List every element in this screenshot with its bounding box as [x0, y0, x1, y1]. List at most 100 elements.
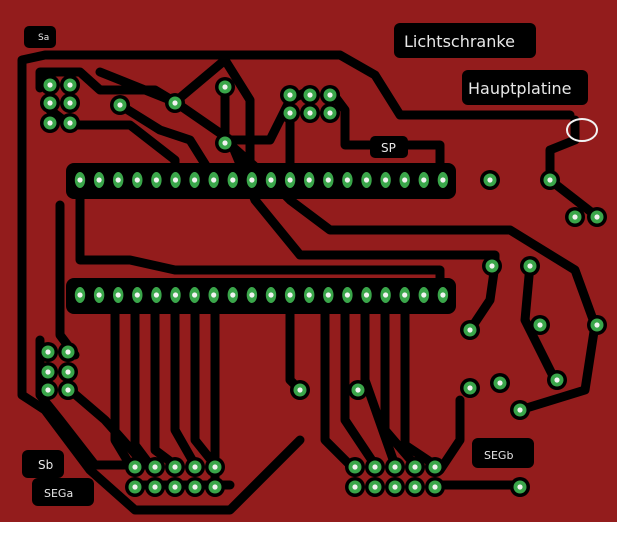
- sega-pin: [165, 457, 185, 477]
- segb-pin: [345, 477, 365, 497]
- header-sa-pin: [60, 75, 80, 95]
- label-box-sb: [22, 450, 64, 478]
- header-sa-pin: [40, 93, 60, 113]
- segb-pin: [425, 457, 445, 477]
- via-pad: [530, 315, 550, 335]
- ic-bottom-pin: [342, 287, 353, 303]
- sega-pin: [145, 477, 165, 497]
- sega-pin: [205, 457, 225, 477]
- header-sp-pin: [280, 85, 300, 105]
- ic-top-pin: [227, 172, 238, 188]
- via-pad: [348, 380, 368, 400]
- trace-pin-col-9: [340, 290, 380, 470]
- label-hauptplatine: Hauptplatine: [468, 79, 572, 98]
- trace-right-3: [515, 320, 600, 415]
- ic-top-pin: [380, 172, 391, 188]
- ic-bottom-pin: [437, 287, 449, 303]
- ic-top-pin: [189, 172, 200, 188]
- sega-pin: [145, 457, 165, 477]
- via-pad: [482, 256, 502, 276]
- label-sega: SEGa: [44, 487, 73, 500]
- header-sp-pin: [320, 85, 340, 105]
- ic-top-pin: [323, 172, 334, 188]
- trace-pin-col-4: [170, 290, 200, 470]
- trace-pin-col-5: [190, 290, 220, 470]
- ic-bottom-pin: [380, 287, 391, 303]
- header-sb-pin: [38, 380, 58, 400]
- header-sa-pin: [60, 93, 80, 113]
- ic-top-pin: [246, 172, 258, 188]
- ic-footprint-top: [66, 163, 456, 199]
- led-sensor-outline: [566, 118, 598, 142]
- ic-top-pin: [418, 172, 429, 188]
- via-pad: [547, 370, 567, 390]
- via-pad: [215, 77, 235, 97]
- ic-bottom-pin: [265, 287, 277, 303]
- header-sb-pin: [58, 342, 78, 362]
- label-box-lichtschranke: [394, 23, 536, 58]
- ic-footprint-bottom: [66, 278, 456, 314]
- label-box-hauptplatine: [462, 70, 588, 105]
- label-layer: Lichtschranke Hauptplatine Sa SP Sb SEGa…: [22, 23, 588, 506]
- ic-top-pin: [208, 172, 219, 188]
- trace-right-2: [520, 260, 560, 385]
- header-sa-pin: [40, 113, 60, 133]
- header-sa-pin: [60, 113, 80, 133]
- trace-pin-col-1: [110, 290, 135, 470]
- header-sp-pin: [280, 103, 300, 123]
- via-pad: [215, 133, 235, 153]
- via-pad: [587, 315, 607, 335]
- label-box-segb: [472, 438, 534, 468]
- ic-top-pin: [342, 172, 353, 188]
- sega-pin: [205, 477, 225, 497]
- ic-bottom-pin: [323, 287, 334, 303]
- ic-top-pin: [74, 172, 86, 188]
- trace-upper-to-lower: [75, 175, 445, 300]
- header-sb-pin: [38, 362, 58, 382]
- via-pad: [165, 93, 185, 113]
- header-sb-pin: [58, 362, 78, 382]
- label-sp: SP: [381, 141, 396, 155]
- header-sb-pin: [38, 342, 58, 362]
- ic-top-pin: [113, 172, 124, 188]
- ic-bottom-pin: [132, 287, 143, 303]
- pad-layer: [38, 75, 607, 497]
- segb-pin: [345, 457, 365, 477]
- ic-top-pin: [132, 172, 143, 188]
- trace-seg-side: [435, 395, 465, 475]
- via-pad: [110, 95, 130, 115]
- via-pad: [565, 207, 585, 227]
- header-sb-pin: [58, 380, 78, 400]
- ic-top-pin: [284, 172, 296, 188]
- segb-pin: [385, 477, 405, 497]
- sega-pin: [125, 477, 145, 497]
- via-pad: [460, 320, 480, 340]
- ic-bottom-pin: [246, 287, 258, 303]
- segb-pin: [365, 457, 385, 477]
- trace-right-1: [465, 260, 500, 335]
- ic-bottom-pin: [170, 287, 181, 303]
- trace-pin-col-11: [380, 290, 420, 470]
- header-sp-pin: [300, 103, 320, 123]
- ic-top-pin: [437, 172, 449, 188]
- ic-bottom-pin: [304, 287, 315, 303]
- via-pad: [460, 378, 480, 398]
- label-sb: Sb: [38, 458, 53, 472]
- via-pad: [490, 373, 510, 393]
- trace-cross-2: [170, 55, 255, 185]
- via-pad: [587, 207, 607, 227]
- segb-pin: [425, 477, 445, 497]
- ic-bottom-pin: [399, 287, 410, 303]
- ic-bottom-pin: [208, 287, 219, 303]
- ic-bottom-pin: [418, 287, 429, 303]
- ic-bottom-pin: [74, 287, 86, 303]
- trace-pin-col-2: [130, 290, 155, 470]
- header-sp-pin: [300, 85, 320, 105]
- sega-pin: [125, 457, 145, 477]
- ic-bottom-pin: [227, 287, 238, 303]
- header-sp-pin: [320, 103, 340, 123]
- sega-pin: [185, 457, 205, 477]
- segb-pin: [385, 457, 405, 477]
